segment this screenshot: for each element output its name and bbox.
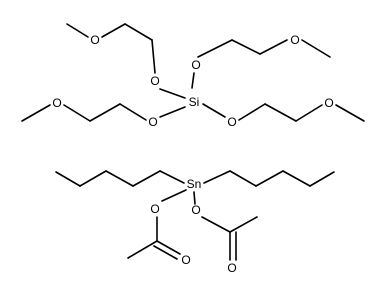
bond — [193, 191, 196, 205]
bond — [66, 23, 89, 38]
bond — [119, 103, 147, 121]
bond — [159, 170, 185, 184]
bond — [264, 103, 297, 122]
bond — [151, 39, 156, 74]
carbonyl-oxygen-atom-label: O — [227, 261, 236, 275]
bond — [89, 103, 121, 122]
bond — [259, 39, 288, 55]
bond — [203, 170, 231, 184]
oxygen-atom-label: O — [148, 115, 157, 129]
bond — [201, 216, 231, 233]
oxygen-atom-label: O — [150, 74, 159, 88]
bond — [309, 171, 335, 187]
oxygen-atom-label: O — [324, 96, 333, 110]
bond — [127, 240, 158, 259]
bond — [335, 104, 365, 122]
bond — [202, 103, 226, 118]
bond — [55, 171, 81, 187]
bond — [156, 240, 181, 255]
bond — [301, 39, 331, 58]
oxygen-atom-label: O — [191, 58, 200, 72]
silicon-atom-label: Si — [189, 95, 200, 109]
bond — [238, 103, 266, 121]
bond — [191, 72, 195, 89]
bond — [63, 104, 91, 122]
oxygen-atom-label: O — [227, 115, 236, 129]
bond — [105, 170, 134, 187]
bond — [229, 170, 257, 187]
bond — [124, 23, 153, 41]
bond — [159, 88, 186, 99]
tin-molecule: Sn O O O O — [55, 170, 335, 275]
oxygen-atom-label: O — [150, 202, 159, 216]
bond — [282, 170, 311, 187]
bond — [197, 39, 233, 58]
tin-atom-label: Sn — [187, 177, 202, 191]
bond — [79, 170, 107, 187]
bond — [255, 170, 284, 187]
bond — [229, 216, 258, 233]
oxygen-atom-label: O — [290, 33, 299, 47]
bond — [231, 39, 261, 55]
silane-molecule: O O O O Si O O O O — [21, 23, 365, 129]
bond — [21, 104, 51, 122]
bond — [159, 106, 186, 118]
bond — [295, 104, 323, 122]
bond — [132, 170, 161, 187]
bond — [153, 245, 178, 260]
oxygen-atom-label: O — [191, 203, 200, 217]
bond — [101, 23, 126, 38]
carbonyl-oxygen-atom-label: O — [181, 253, 190, 267]
oxygen-atom-label: O — [90, 33, 99, 47]
bond — [161, 189, 187, 202]
oxygen-atom-label: O — [52, 96, 61, 110]
